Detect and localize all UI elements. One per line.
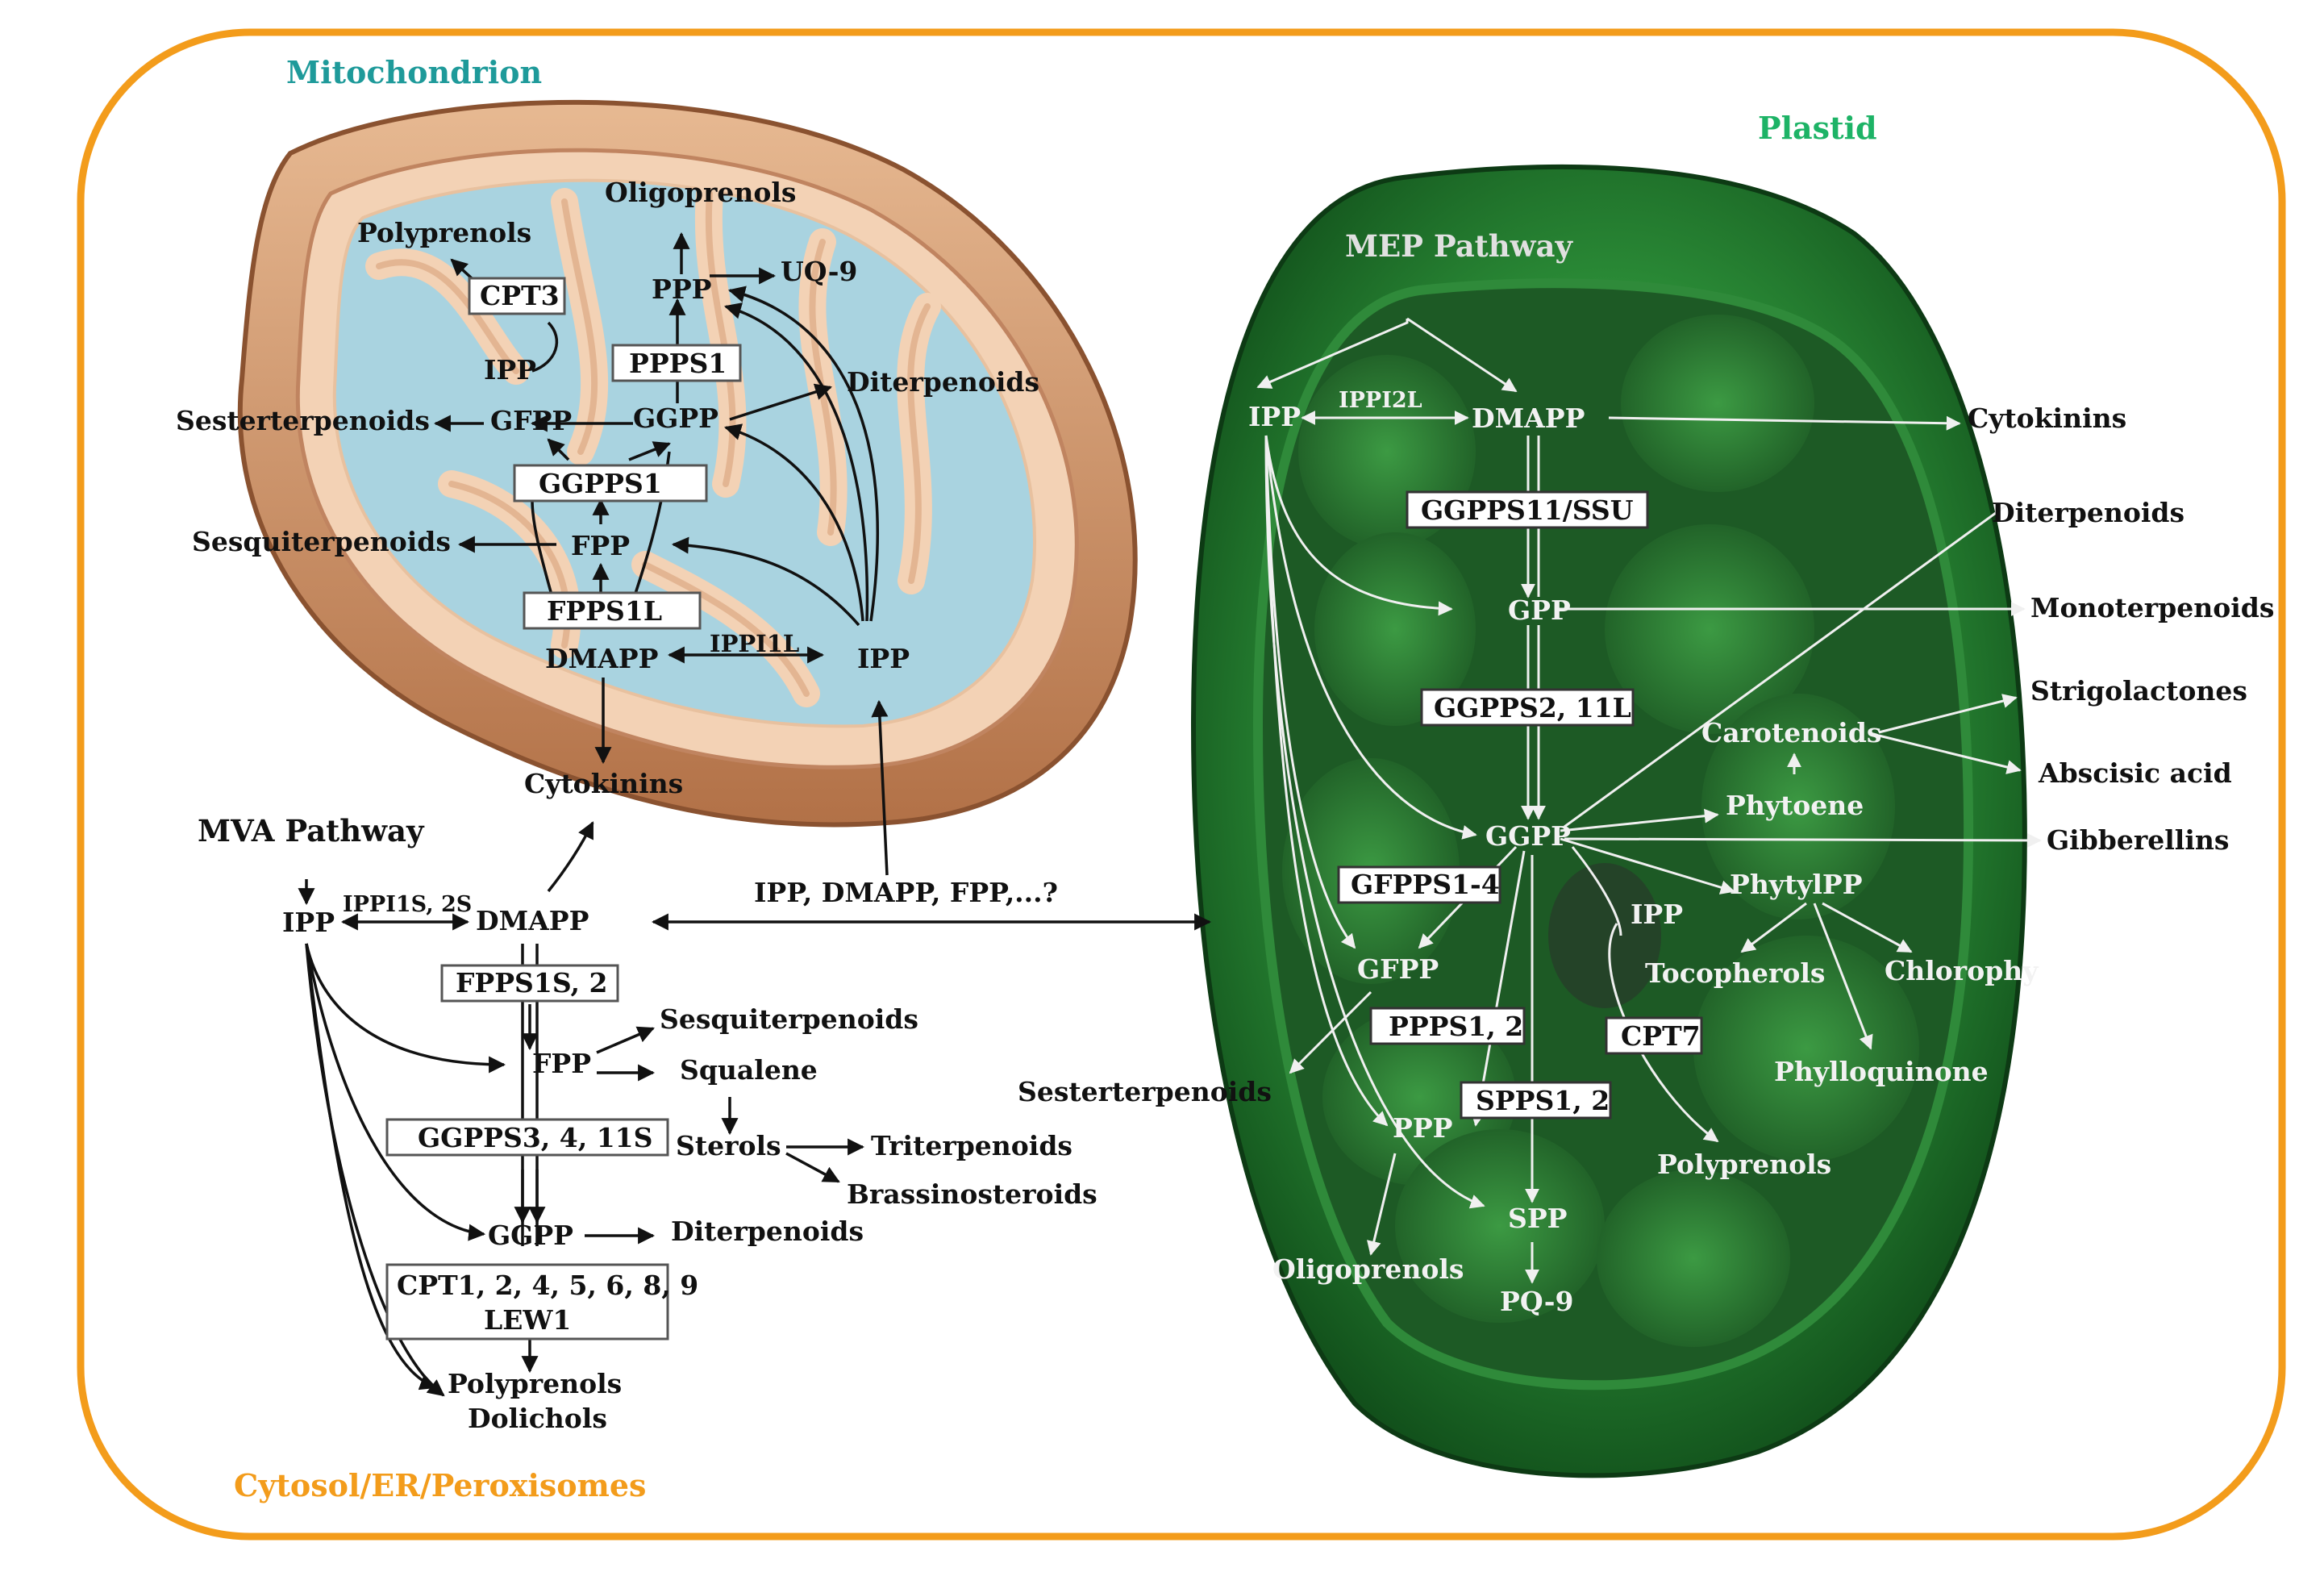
box-ggpps11ssu <box>1406 490 1649 529</box>
cyto-brassinosteroids: Brassinosteroids <box>847 1178 1097 1210</box>
plastid-title: Plastid <box>1758 110 1877 146</box>
cyto-cpt-line2: LEW1 <box>484 1304 571 1336</box>
plastid-ipp2: IPP <box>1631 899 1683 930</box>
plastid-sesterterpenoids: Sesterterpenoids <box>1018 1076 1272 1107</box>
plastid-ipp: IPP <box>1248 401 1301 432</box>
box-cpt3 <box>468 277 566 315</box>
plastid-ippi2l: IPPI2L <box>1339 388 1422 413</box>
cyto-polyprenols: Polyprenols <box>448 1368 622 1399</box>
mito-ggpp: GGPP <box>633 402 718 434</box>
plastid-gfpps: GFPPS1-4 <box>1351 869 1500 900</box>
cyto-mva-pathway: MVA Pathway <box>198 813 425 849</box>
plastid-illustration <box>1190 164 2027 1478</box>
plastid-ppp: PPP <box>1393 1112 1452 1144</box>
cyto-ipp: IPP <box>282 907 335 938</box>
box-fpps1l <box>523 591 702 630</box>
plastid-mep-pathway: MEP Pathway <box>1345 228 1573 264</box>
plastid-diterpenoids: Diterpenoids <box>1992 497 2184 528</box>
mito-dmapp: DMAPP <box>545 643 658 674</box>
cyto-cpt-line1: CPT1, 2, 4, 5, 6, 8, 9 <box>397 1270 698 1301</box>
plastid-phylloquinone: Phylloquinone <box>1774 1056 1989 1087</box>
box-cpt7 <box>1605 1016 1703 1055</box>
plastid-cpt7: CPT7 <box>1621 1020 1701 1052</box>
cyto-ggpps: GGPPS3, 4, 11S <box>418 1122 652 1153</box>
box-ppps12 <box>1369 1007 1526 1045</box>
mito-diterpenoids: Diterpenoids <box>847 366 1039 398</box>
mito-polyprenols: Polyprenols <box>357 217 531 248</box>
mito-cytokinins: Cytokinins <box>524 768 683 799</box>
box-ggpps1 <box>513 464 708 502</box>
mito-ipp: IPP <box>857 643 910 674</box>
plastid-polyprenols: Polyprenols <box>1657 1149 1831 1180</box>
box-cpt <box>385 1263 669 1341</box>
cyto-sterols: Sterols <box>676 1130 781 1161</box>
cell-frame <box>77 28 2286 1541</box>
plastid-dmapp: DMAPP <box>1472 402 1585 434</box>
mito-ppps1: PPPS1 <box>629 348 727 379</box>
cyto-dolichols: Dolichols <box>468 1403 607 1434</box>
plastid-spp: SPP <box>1508 1203 1567 1234</box>
plastid-phytoene: Phytoene <box>1726 790 1864 821</box>
plastid-strigolactones: Strigolactones <box>2030 675 2247 707</box>
mito-ggpps1: GGPPS1 <box>539 468 662 499</box>
mito-fpp: FPP <box>571 530 630 561</box>
mito-sesquiterpenoids: Sesquiterpenoids <box>192 526 451 557</box>
plastid-ggpps2-11l: GGPPS2, 11L <box>1434 692 1631 723</box>
cyto-fpps: FPPS1S, 2 <box>456 967 607 999</box>
mito-uq9: UQ-9 <box>781 256 857 287</box>
plastid-monoterpenoids: Monoterpenoids <box>2030 592 2274 623</box>
cyto-triterpenoids: Triterpenoids <box>871 1130 1072 1161</box>
box-spps12 <box>1460 1081 1612 1120</box>
mito-ppp: PPP <box>652 273 711 305</box>
mito-ipp-inner: IPP <box>484 354 536 386</box>
plastid-spps12: SPPS1, 2 <box>1476 1085 1610 1116</box>
box-ggpps211l <box>1420 688 1635 727</box>
mitochondrion-illustration <box>237 99 1138 828</box>
cytosol-title: Cytosol/ER/Peroxisomes <box>234 1467 646 1503</box>
cyto-dmapp: DMAPP <box>476 905 589 936</box>
cyto-squalene: Squalene <box>680 1054 818 1086</box>
enzyme-boxes <box>385 277 1703 1341</box>
box-ppps1 <box>611 344 742 382</box>
mito-cpt3: CPT3 <box>480 280 560 311</box>
cyto-diterpenoids: Diterpenoids <box>671 1215 864 1247</box>
cyto-ippi: IPPI1S, 2S <box>343 892 472 917</box>
plastid-cytokinins: Cytokinins <box>1968 402 2126 434</box>
mitochondrion-title: Mitochondrion <box>286 54 542 90</box>
cyto-fpp: FPP <box>532 1048 591 1079</box>
box-gfpps14 <box>1337 865 1501 904</box>
box-ggpps3411s <box>385 1118 669 1157</box>
plastid-ggpps11-ssu: GGPPS11/SSU <box>1421 494 1634 526</box>
plastid-carotenoids: Carotenoids <box>1701 717 1881 748</box>
plastid-chlorophyll: Chlorophy <box>1885 955 2039 986</box>
plastid-pq9: PQ-9 <box>1500 1286 1573 1317</box>
mito-gfpp: GFPP <box>490 405 572 436</box>
plastid-phytylpp: PhytylPP <box>1730 869 1863 900</box>
cyto-exchange: IPP, DMAPP, FPP,...? <box>754 877 1058 908</box>
plastid-abscisic-acid: Abscisic acid <box>2038 757 2232 789</box>
plastid-gibberellins: Gibberellins <box>2047 824 2229 856</box>
plastid-oligoprenols: Oligoprenols <box>1272 1253 1464 1285</box>
cyto-sesquiterpenoids: Sesquiterpenoids <box>660 1003 918 1035</box>
plastid-gpp: GPP <box>1508 594 1571 626</box>
cyto-ggpp: GGPP <box>488 1220 573 1251</box>
mito-fpps1l: FPPS1L <box>547 595 662 627</box>
box-fpps1s2 <box>440 964 619 1003</box>
plastid-tocopherols: Tocopherols <box>1645 957 1825 989</box>
plastid-ggpp: GGPP <box>1485 820 1571 852</box>
plastid-ppps12: PPPS1, 2 <box>1389 1011 1523 1042</box>
mito-oligoprenols: Oligoprenols <box>605 177 796 208</box>
plastid-gfpp: GFPP <box>1357 953 1439 985</box>
mito-sesterterpenoids: Sesterterpenoids <box>176 405 430 436</box>
mito-ippi1l: IPPI1L <box>710 630 799 657</box>
